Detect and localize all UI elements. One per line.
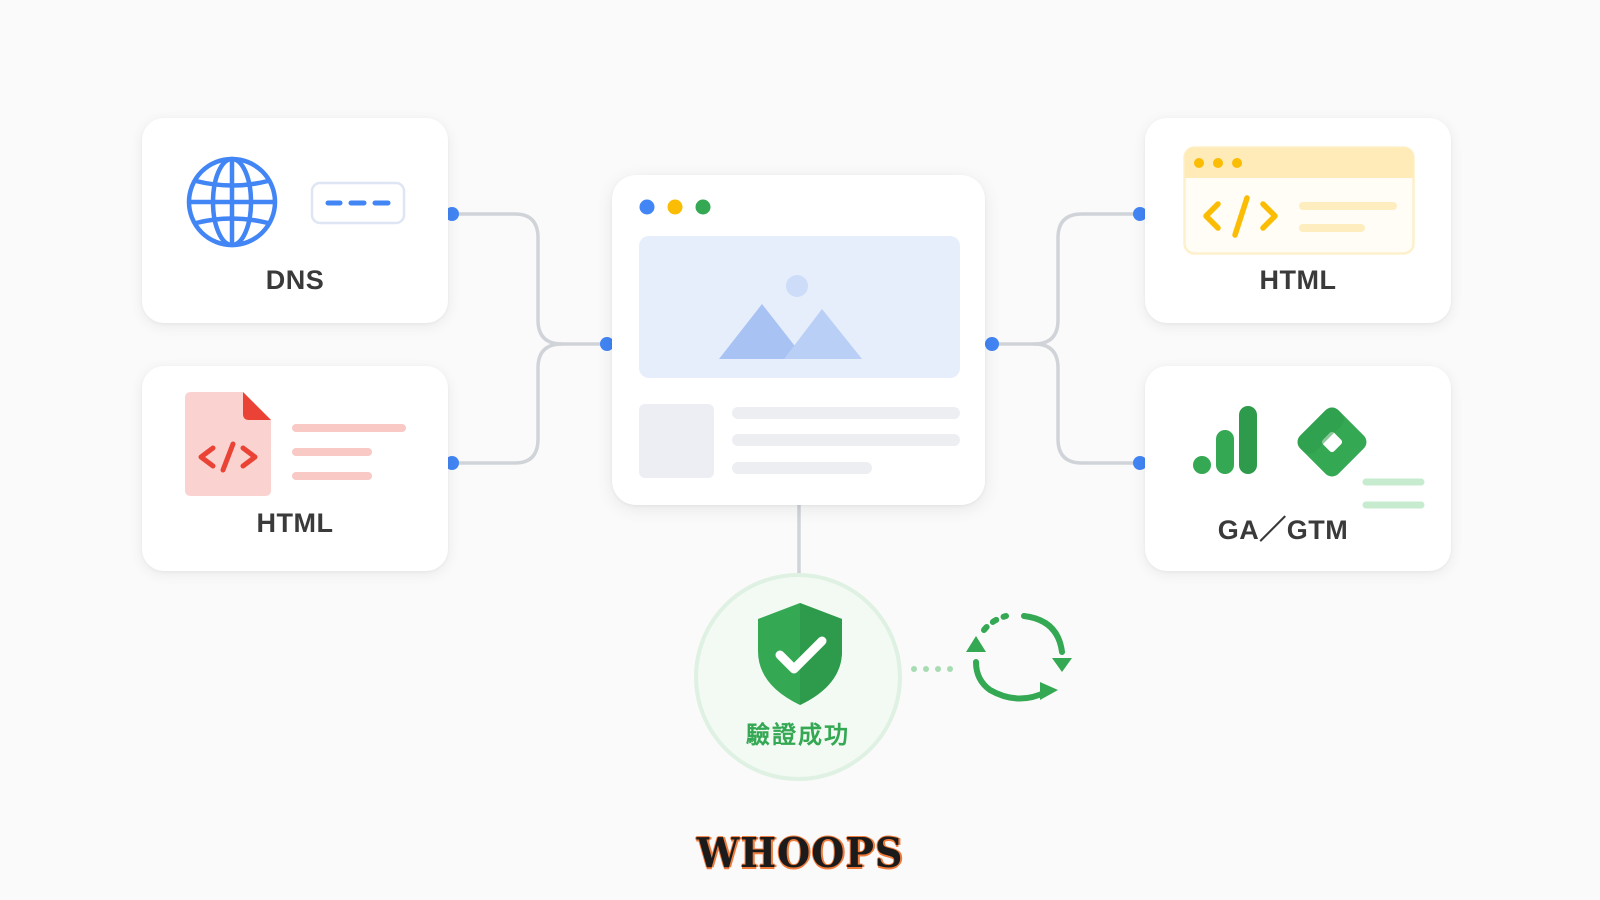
node-dot <box>1133 456 1147 470</box>
browser-window-icon <box>639 199 960 478</box>
connector-html-tag <box>990 212 1142 346</box>
dashed-field-icon <box>310 181 406 225</box>
analytics-bars-icon <box>1193 406 1257 474</box>
shield-check-icon <box>758 603 842 705</box>
connector-ga-gtm <box>1032 342 1142 465</box>
node-dot <box>445 207 459 221</box>
node-dot <box>1133 207 1147 221</box>
text-lines-icon <box>292 424 406 480</box>
verification-success-badge: 驗證成功 <box>694 573 902 781</box>
html-tag-label: HTML <box>1259 265 1337 295</box>
ga-gtm-method-card: GA／GTM <box>1145 366 1451 571</box>
connector-html-file <box>450 342 564 465</box>
image-placeholder-icon <box>719 275 862 359</box>
html-file-icon <box>185 392 271 496</box>
node-dot <box>985 337 999 351</box>
code-window-icon <box>1183 146 1415 255</box>
connector-dns <box>450 212 609 346</box>
text-lines-icon <box>1362 478 1425 509</box>
html-file-label: HTML <box>256 508 334 538</box>
ga-gtm-label: GA／GTM <box>1217 515 1349 545</box>
node-dot <box>600 337 614 351</box>
dns-method-card: DNS <box>142 118 448 323</box>
whoops-logo: WHOOPS <box>696 828 904 877</box>
success-label: 驗證成功 <box>746 721 850 749</box>
node-dot <box>445 456 459 470</box>
html-tag-method-card: HTML <box>1145 118 1451 323</box>
sync-icon <box>966 613 1072 702</box>
html-file-method-card: HTML <box>142 366 448 571</box>
dns-label: DNS <box>265 265 325 295</box>
tag-manager-icon <box>1297 407 1367 477</box>
globe-icon <box>186 156 278 248</box>
website-card <box>612 175 985 505</box>
